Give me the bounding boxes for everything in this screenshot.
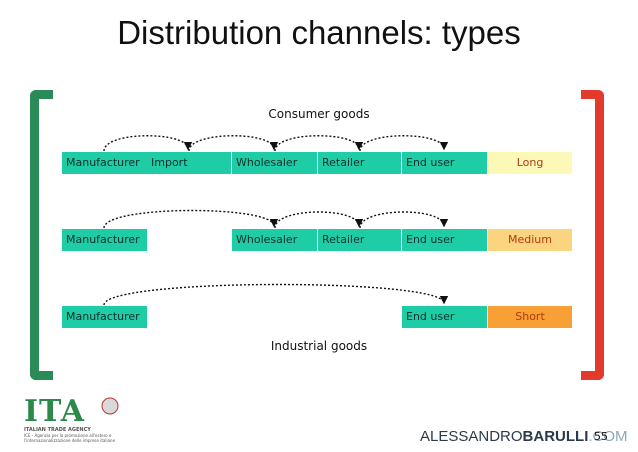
row1-end-user: End user xyxy=(402,152,487,174)
row2-manufacturer: Manufacturer xyxy=(62,229,147,251)
row3-end-user: End user xyxy=(402,306,487,328)
arrow-manufacturer-to-end-user xyxy=(103,283,449,306)
row2-end-user: End user xyxy=(402,229,487,251)
right-bracket xyxy=(581,90,604,380)
row1-retailer: Retailer xyxy=(318,152,401,174)
left-bracket xyxy=(30,90,53,380)
ita-logo-text: ITA xyxy=(24,394,85,429)
brand-watermark: ALESSANDROBARULLI.COM xyxy=(420,428,628,445)
slide-title: Distribution channels: types xyxy=(117,14,521,51)
row2-length-medium: Medium xyxy=(488,229,572,251)
industrial-goods-label: Industrial goods xyxy=(270,339,368,353)
row3-manufacturer: Manufacturer xyxy=(62,306,147,328)
ita-logo xyxy=(101,397,119,415)
row1-manufacturer: Manufacturer xyxy=(62,152,147,174)
arrow-wholesaler-to-retailer xyxy=(274,135,364,152)
arrow-manufacturer-to-wholesaler xyxy=(103,209,279,229)
row3-length-short: Short xyxy=(488,306,572,328)
row2-wholesaler: Wholesaler xyxy=(232,229,317,251)
row1-wholesaler: Wholesaler xyxy=(232,152,317,174)
arrow-manufacturer-to-import xyxy=(103,135,193,152)
page-number: 55 xyxy=(594,430,608,443)
consumer-goods-label: Consumer goods xyxy=(268,107,370,121)
ita-logo-subtitle: ITALIAN TRADE AGENCY ICE - Agenzia per l… xyxy=(24,427,116,444)
arrow-wholesaler-to-retailer-2 xyxy=(274,211,364,229)
row1-length-long: Long xyxy=(488,152,572,174)
arrow-retailer-to-end-user xyxy=(359,135,449,152)
row1-import: Import xyxy=(147,152,231,174)
arrow-retailer-to-end-user-2 xyxy=(359,211,449,229)
row2-retailer: Retailer xyxy=(318,229,401,251)
arrow-import-to-wholesaler xyxy=(188,135,279,152)
